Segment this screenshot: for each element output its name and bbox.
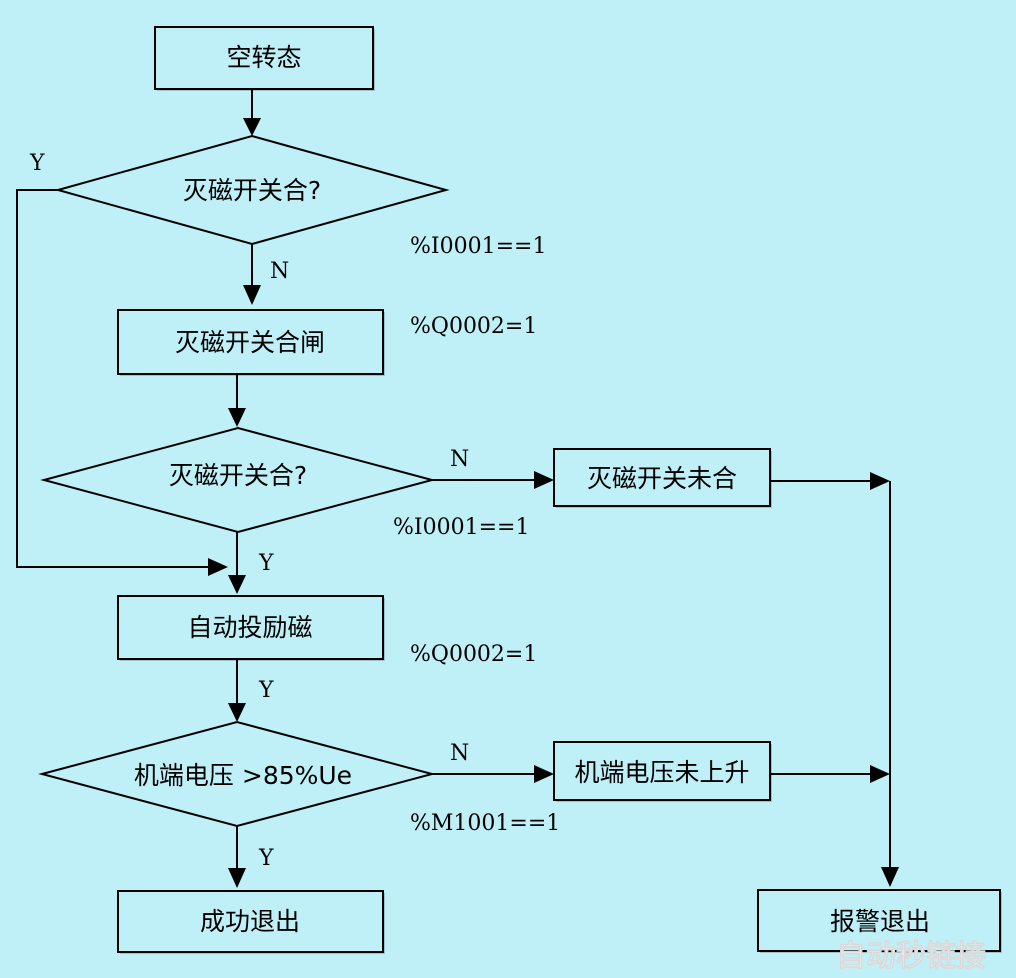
node-not-closed: 灭磁开关未合	[553, 448, 772, 508]
decision-voltage: 机端电压 >85%Ue	[38, 720, 436, 828]
node-excite: 自动投励磁	[117, 595, 385, 661]
condition-c4: %Q0002=1	[410, 642, 537, 667]
edge-label-y-voltage: Y	[258, 846, 274, 871]
edge-label-y-check2: Y	[258, 551, 274, 576]
condition-c2: %Q0002=1	[410, 314, 537, 339]
decision-check2: 灭磁开关合?	[40, 426, 436, 534]
node-idle-label: 空转态	[226, 43, 301, 72]
connector-close-check2	[228, 374, 246, 427]
node-excite-label: 自动投励磁	[187, 613, 312, 642]
node-no-rise: 机端电压未上升	[553, 741, 772, 802]
connector-rail-alarm	[881, 481, 899, 887]
decision-check2-label: 灭磁开关合?	[169, 461, 307, 490]
decision-check1: 灭磁开关合?	[54, 134, 450, 246]
condition-c1: %I0001==1	[410, 234, 546, 259]
watermark-logo: 自动秒链接	[836, 939, 986, 974]
edge-label-y-bypass: Y	[29, 151, 45, 176]
node-success: 成功退出	[117, 890, 385, 954]
node-idle: 空转态	[154, 26, 375, 91]
connector-idle-check1	[243, 89, 261, 136]
connector-voltage-norise	[432, 765, 554, 783]
connector-voltage-success	[228, 826, 246, 888]
condition-c5: %M1001==1	[410, 811, 560, 836]
node-close-cmd: 灭磁开关合闸	[117, 309, 385, 376]
connector-notclosed-rail	[770, 472, 890, 490]
connector-norise-rail	[770, 765, 890, 783]
node-alarm-label: 报警退出	[830, 907, 930, 936]
edge-label-n-check1: N	[270, 259, 289, 284]
connector-check1-bypass	[16, 189, 228, 576]
condition-c3: %I0001==1	[393, 515, 529, 540]
edge-label-n-check2: N	[450, 447, 469, 472]
node-alarm: 报警退出	[757, 889, 1002, 953]
edge-label-n-voltage: N	[450, 741, 469, 766]
node-close-cmd-label: 灭磁开关合闸	[175, 328, 325, 357]
node-not-closed-label: 灭磁开关未合	[587, 464, 737, 493]
node-success-label: 成功退出	[200, 907, 300, 936]
connector-check2-excite	[228, 532, 246, 594]
connector-check1-close	[243, 244, 261, 305]
node-no-rise-label: 机端电压未上升	[574, 758, 749, 787]
connector-excite-voltage	[228, 659, 246, 722]
edge-label-y-excite: Y	[258, 678, 274, 703]
decision-check1-label: 灭磁开关合?	[183, 176, 321, 205]
connector-check2-notclosed	[432, 471, 554, 489]
decision-voltage-label: 机端电压 >85%Ue	[134, 761, 352, 790]
